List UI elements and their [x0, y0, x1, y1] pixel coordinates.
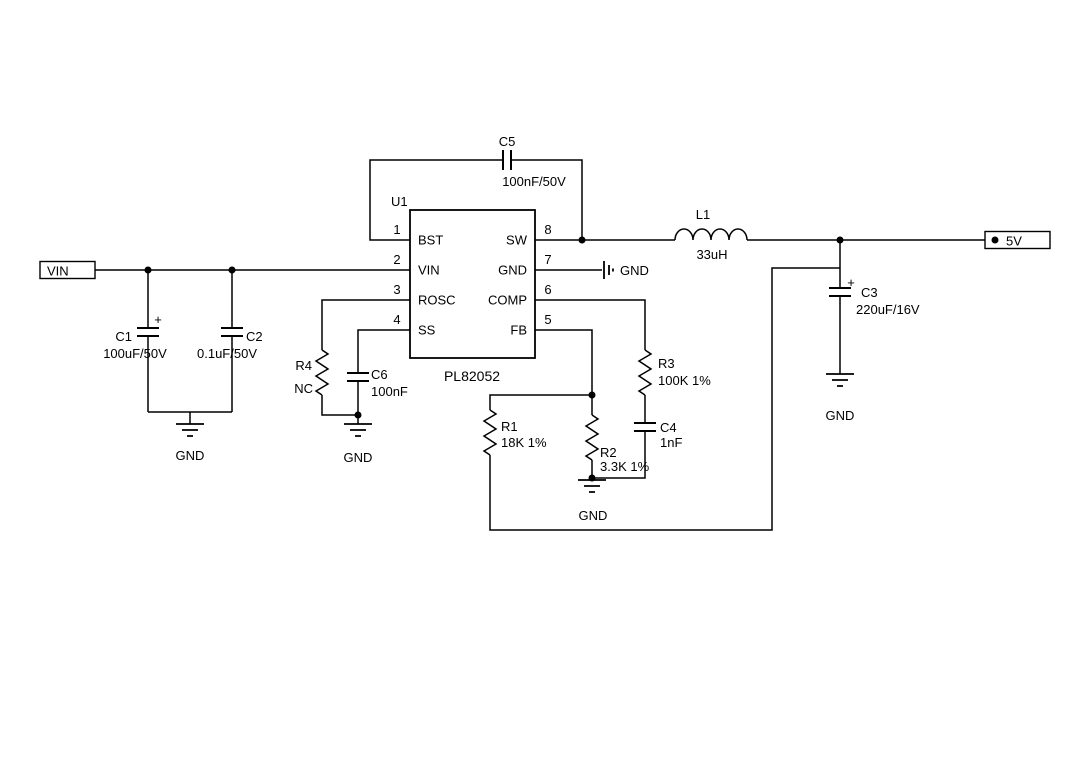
- refdes: C2: [246, 329, 263, 344]
- pin-number: 7: [544, 252, 551, 267]
- refdes: L1: [696, 207, 710, 222]
- capacitor-c2: C2 0.1uF/50V: [197, 327, 263, 361]
- junction-dot: [588, 391, 596, 399]
- pin-name: SS: [418, 323, 436, 338]
- ground-symbol-output: GND: [826, 373, 855, 423]
- capacitor-plates: [221, 327, 243, 337]
- pin-name: VIN: [418, 263, 440, 278]
- value: 1nF: [660, 435, 682, 450]
- ground-icon: [578, 479, 606, 493]
- pin-name: GND: [498, 263, 527, 278]
- junction-dot: [578, 236, 586, 244]
- vout-port-box: [984, 230, 1051, 250]
- junction-dot: [991, 236, 999, 244]
- ground-symbol-ss: GND: [344, 423, 373, 465]
- value: 220uF/16V: [856, 302, 920, 317]
- pin-number: 8: [544, 222, 551, 237]
- capacitor-c6: C6 100nF: [347, 367, 408, 399]
- polarity-plus: +: [847, 275, 855, 290]
- capacitor-c3: + C3 220uF/16V: [829, 275, 920, 317]
- ground-icon: [603, 261, 614, 279]
- refdes: R1: [501, 419, 518, 434]
- net-label-5v: 5V: [984, 230, 1051, 250]
- gnd-net-label: GND: [620, 263, 649, 278]
- capacitor-plates: [829, 287, 851, 297]
- junction-dot: [144, 266, 152, 274]
- vout-net-label: 5V: [1006, 234, 1022, 249]
- resistor-body: [482, 409, 498, 456]
- value: 3.3K 1%: [600, 459, 650, 474]
- ground-icon: [176, 423, 204, 437]
- ic-body: [409, 209, 536, 359]
- capacitor-c5: C5 100nF/50V: [499, 134, 566, 189]
- value: NC: [294, 381, 313, 396]
- vin-net-label: VIN: [47, 264, 69, 279]
- pin-name: BST: [418, 233, 443, 248]
- ic-part-number: PL82052: [444, 368, 500, 384]
- junction-dots: [144, 236, 999, 482]
- value: 100K 1%: [658, 373, 711, 388]
- capacitor-c4: C4 1nF: [634, 420, 682, 450]
- gnd-net-label: GND: [176, 448, 205, 463]
- refdes: C3: [861, 285, 878, 300]
- refdes: C4: [660, 420, 677, 435]
- gnd-net-label: GND: [344, 450, 373, 465]
- refdes: C5: [499, 134, 516, 149]
- pin-name: SW: [506, 233, 528, 248]
- refdes: R2: [600, 445, 617, 460]
- junction-dot: [836, 236, 844, 244]
- ground-icon: [344, 423, 372, 437]
- net-label-vin: VIN: [39, 260, 96, 280]
- inductor-l1: L1 33uH: [674, 207, 748, 262]
- pin-number: 5: [544, 312, 551, 327]
- pin-name: FB: [510, 323, 527, 338]
- ground-symbol-input: GND: [176, 423, 205, 463]
- gnd-net-label: GND: [579, 508, 608, 523]
- ground-icon: [826, 373, 854, 387]
- refdes: R3: [658, 356, 675, 371]
- refdes: C6: [371, 367, 388, 382]
- refdes: R4: [295, 358, 312, 373]
- ground-symbol-fb: GND: [578, 479, 608, 523]
- capacitor-plates: [347, 372, 369, 382]
- resistor-body: [584, 414, 600, 461]
- resistor-r3: R3 100K 1%: [637, 349, 711, 396]
- refdes: C1: [115, 329, 132, 344]
- value: 100nF: [371, 384, 408, 399]
- pin-number: 6: [544, 282, 551, 297]
- pin-number: 2: [393, 252, 400, 267]
- resistor-r4: R4 NC: [294, 349, 330, 396]
- value: 18K 1%: [501, 435, 547, 450]
- ic-refdes: U1: [391, 194, 408, 209]
- resistor-r2: R2 3.3K 1%: [584, 414, 650, 474]
- inductor-body: [674, 228, 748, 241]
- junction-dot: [588, 474, 596, 482]
- junction-dot: [354, 411, 362, 419]
- resistor-body: [637, 349, 653, 396]
- ground-symbol-ic-pin: GND: [603, 261, 649, 279]
- capacitor-plates: [502, 150, 512, 170]
- capacitor-plates: [137, 327, 159, 337]
- circuit-wires: [95, 159, 995, 531]
- value: 100uF/50V: [103, 346, 167, 361]
- pin-name: ROSC: [418, 293, 456, 308]
- capacitor-plates: [634, 422, 656, 432]
- value: 100nF/50V: [502, 174, 566, 189]
- junction-dot: [228, 266, 236, 274]
- pin-number: 3: [393, 282, 400, 297]
- resistor-r1: R1 18K 1%: [482, 409, 547, 456]
- polarity-plus: +: [154, 312, 162, 327]
- resistor-body: [314, 349, 330, 396]
- pin-name: COMP: [488, 293, 527, 308]
- vin-port-box: [39, 260, 96, 280]
- gnd-net-label: GND: [826, 408, 855, 423]
- pin-number: 4: [393, 312, 400, 327]
- pin-number: 1: [393, 222, 400, 237]
- value: 33uH: [696, 247, 727, 262]
- ic-u1: U1 PL82052 1 2 3 4 BST VIN ROSC SS 8 7 6…: [391, 194, 552, 384]
- capacitor-c1: + C1 100uF/50V: [103, 312, 167, 361]
- value: 0.1uF/50V: [197, 346, 257, 361]
